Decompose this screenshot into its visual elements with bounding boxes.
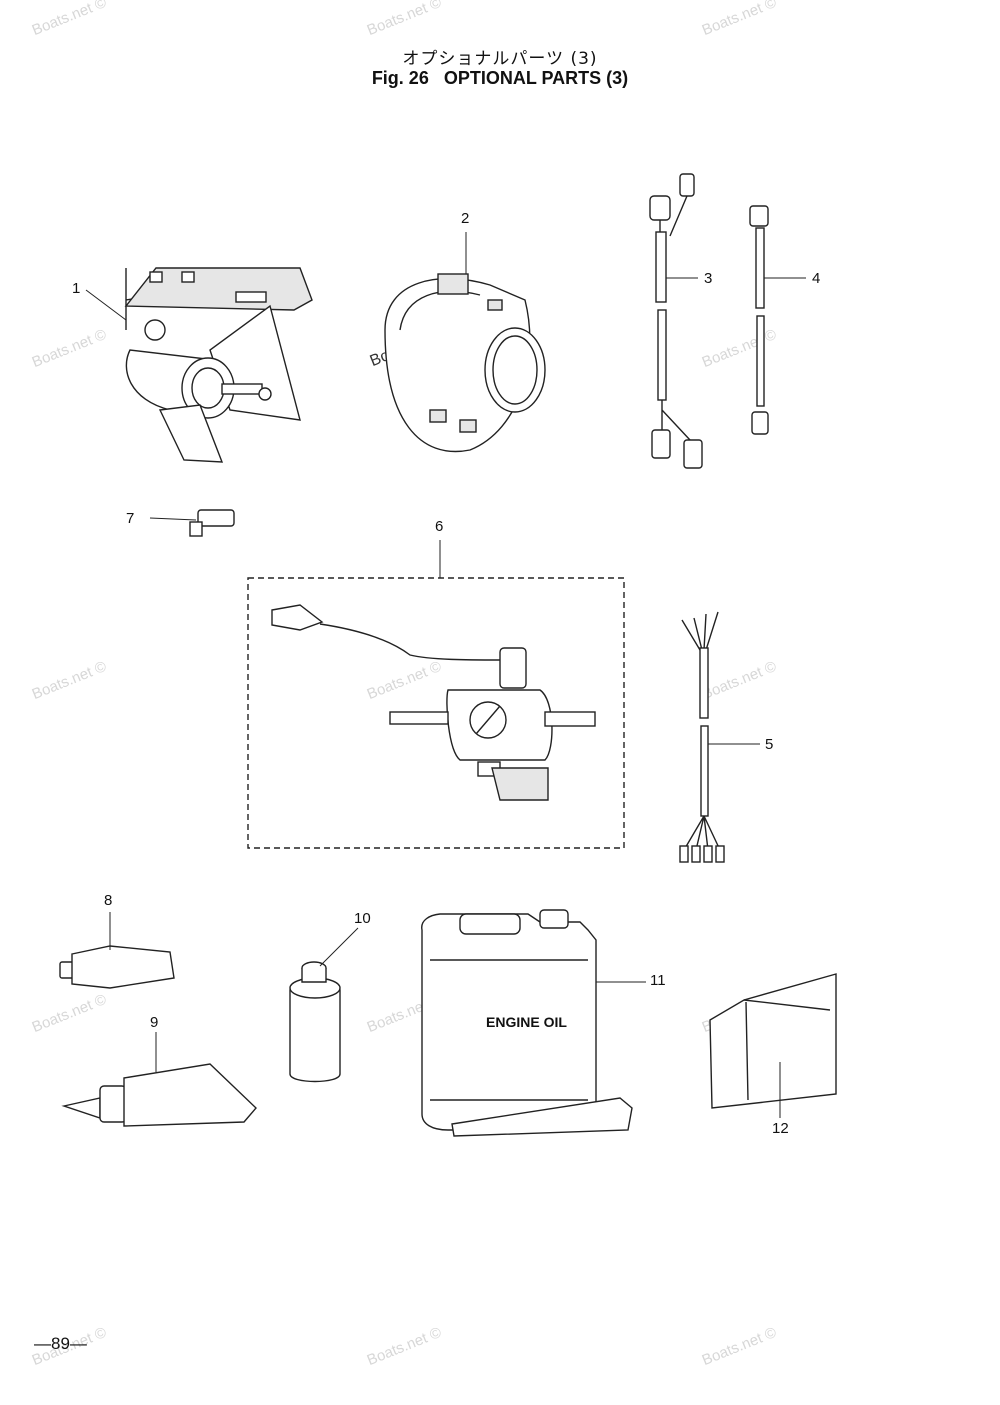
part-5-harness-drawing <box>679 611 725 863</box>
callout-1: 1 <box>72 280 81 297</box>
page-number: —89— <box>34 1334 87 1353</box>
page-title-japanese: オプショナルパーツ (3) <box>402 49 598 69</box>
callout-3: 3 <box>704 270 713 287</box>
part-6-fuel-pump-drawing <box>271 604 596 801</box>
part-6-kit-frame <box>247 577 625 849</box>
part-11-oil-container-drawing <box>421 909 633 1137</box>
callout-11: 11 <box>650 972 666 989</box>
part-10-can-drawing <box>289 961 341 1083</box>
part-7-bolt-drawing <box>189 509 235 537</box>
part-4-harness-drawing <box>749 205 769 435</box>
part-3-harness-drawing <box>649 173 703 469</box>
part-8-tube-drawing <box>59 945 175 989</box>
part-2-flywheel-drawing <box>384 273 546 453</box>
callout-4: 4 <box>812 270 821 287</box>
callout-2: 2 <box>461 210 470 227</box>
page-title: Fig. 26 OPTIONAL PARTS (3) <box>371 68 629 88</box>
callout-10: 10 <box>354 910 371 927</box>
leader-line-10 <box>319 927 359 967</box>
callout-9: 9 <box>150 1014 159 1031</box>
part-12-bag-drawing <box>709 973 837 1109</box>
callout-5: 5 <box>765 736 774 753</box>
callout-7: 7 <box>126 510 135 527</box>
part-9-tube-drawing <box>61 1063 257 1127</box>
leader-line-1 <box>85 289 127 321</box>
callout-6: 6 <box>435 518 444 535</box>
leader-line-7 <box>149 517 197 521</box>
callout-12: 12 <box>772 1120 789 1137</box>
part-1-gearcase-drawing <box>124 267 313 463</box>
callout-8: 8 <box>104 892 113 909</box>
engine-oil-label: ENGINE OIL <box>486 1014 567 1030</box>
